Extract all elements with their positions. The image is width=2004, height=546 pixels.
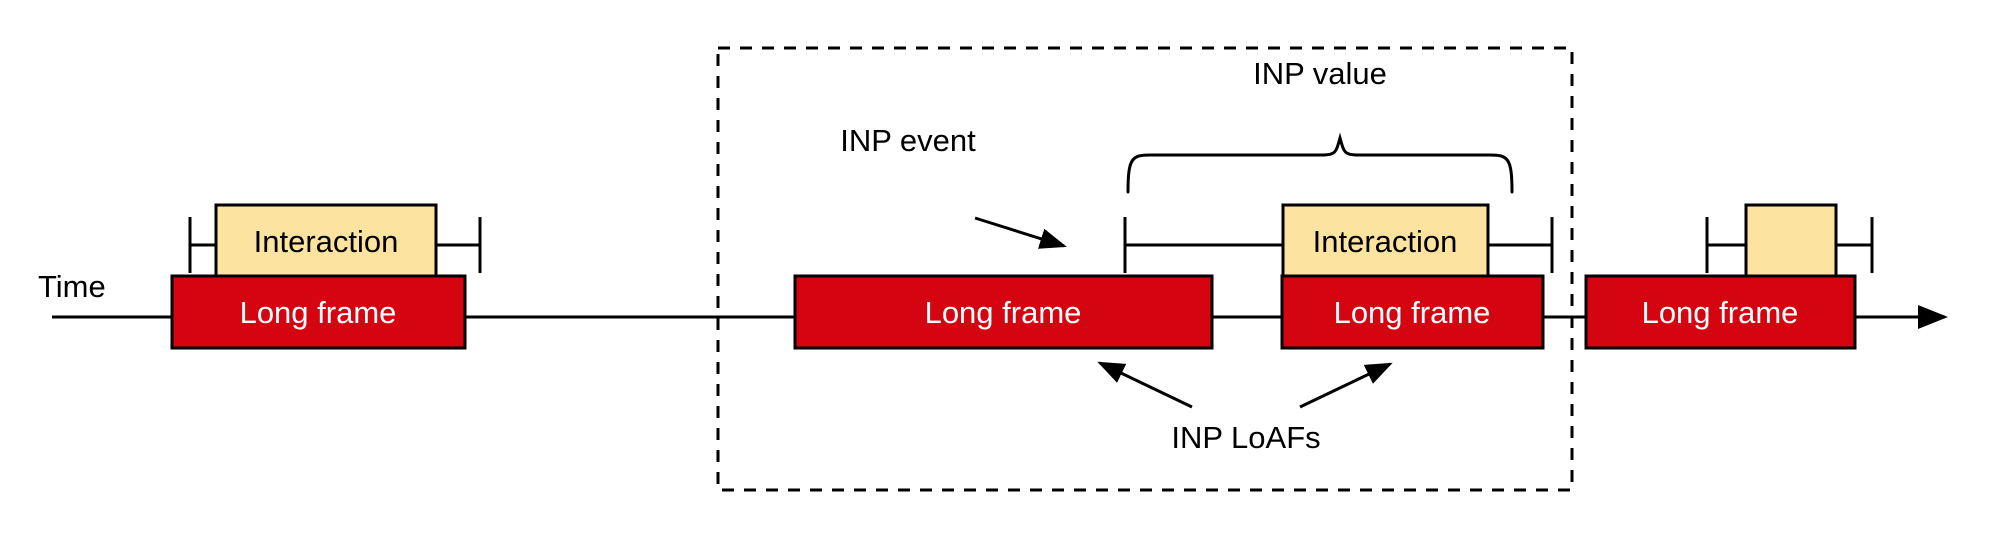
inp-event-arrow [974, 216, 1067, 249]
frame-group-2: Long frame [793, 274, 1214, 350]
inp-highlight-region [716, 46, 1574, 492]
inp-loafs-arrow-left [1097, 361, 1193, 409]
time-axis-label: Time [38, 269, 106, 304]
long-frame-box-3 [1280, 274, 1545, 350]
long-frame-label-2: Long frame [925, 295, 1082, 330]
inp-loafs-arrow-right [1299, 362, 1393, 409]
long-frame-box-2 [793, 274, 1214, 350]
frame-group-3: Interaction Long frame [1123, 203, 1554, 350]
inp-value-label: INP value [1253, 56, 1387, 91]
long-frame-box-1 [170, 274, 467, 350]
long-frame-label-1: Long frame [240, 295, 397, 330]
inp-value-brace [1126, 132, 1514, 194]
frame-group-4: Long frame [1584, 203, 1874, 350]
inp-loafs-label: INP LoAFs [1171, 420, 1320, 455]
frame-group-1: Interaction Long frame [170, 203, 482, 350]
long-frame-label-3: Long frame [1334, 295, 1491, 330]
inp-event-label: INP event [840, 123, 976, 158]
interaction-box-3 [1281, 203, 1490, 278]
interaction-label-1: Interaction [254, 224, 399, 259]
long-frame-label-4: Long frame [1642, 295, 1799, 330]
long-frame-box-4 [1584, 274, 1857, 350]
interaction-label-3: Interaction [1313, 224, 1458, 259]
interaction-box-4 [1744, 203, 1838, 278]
